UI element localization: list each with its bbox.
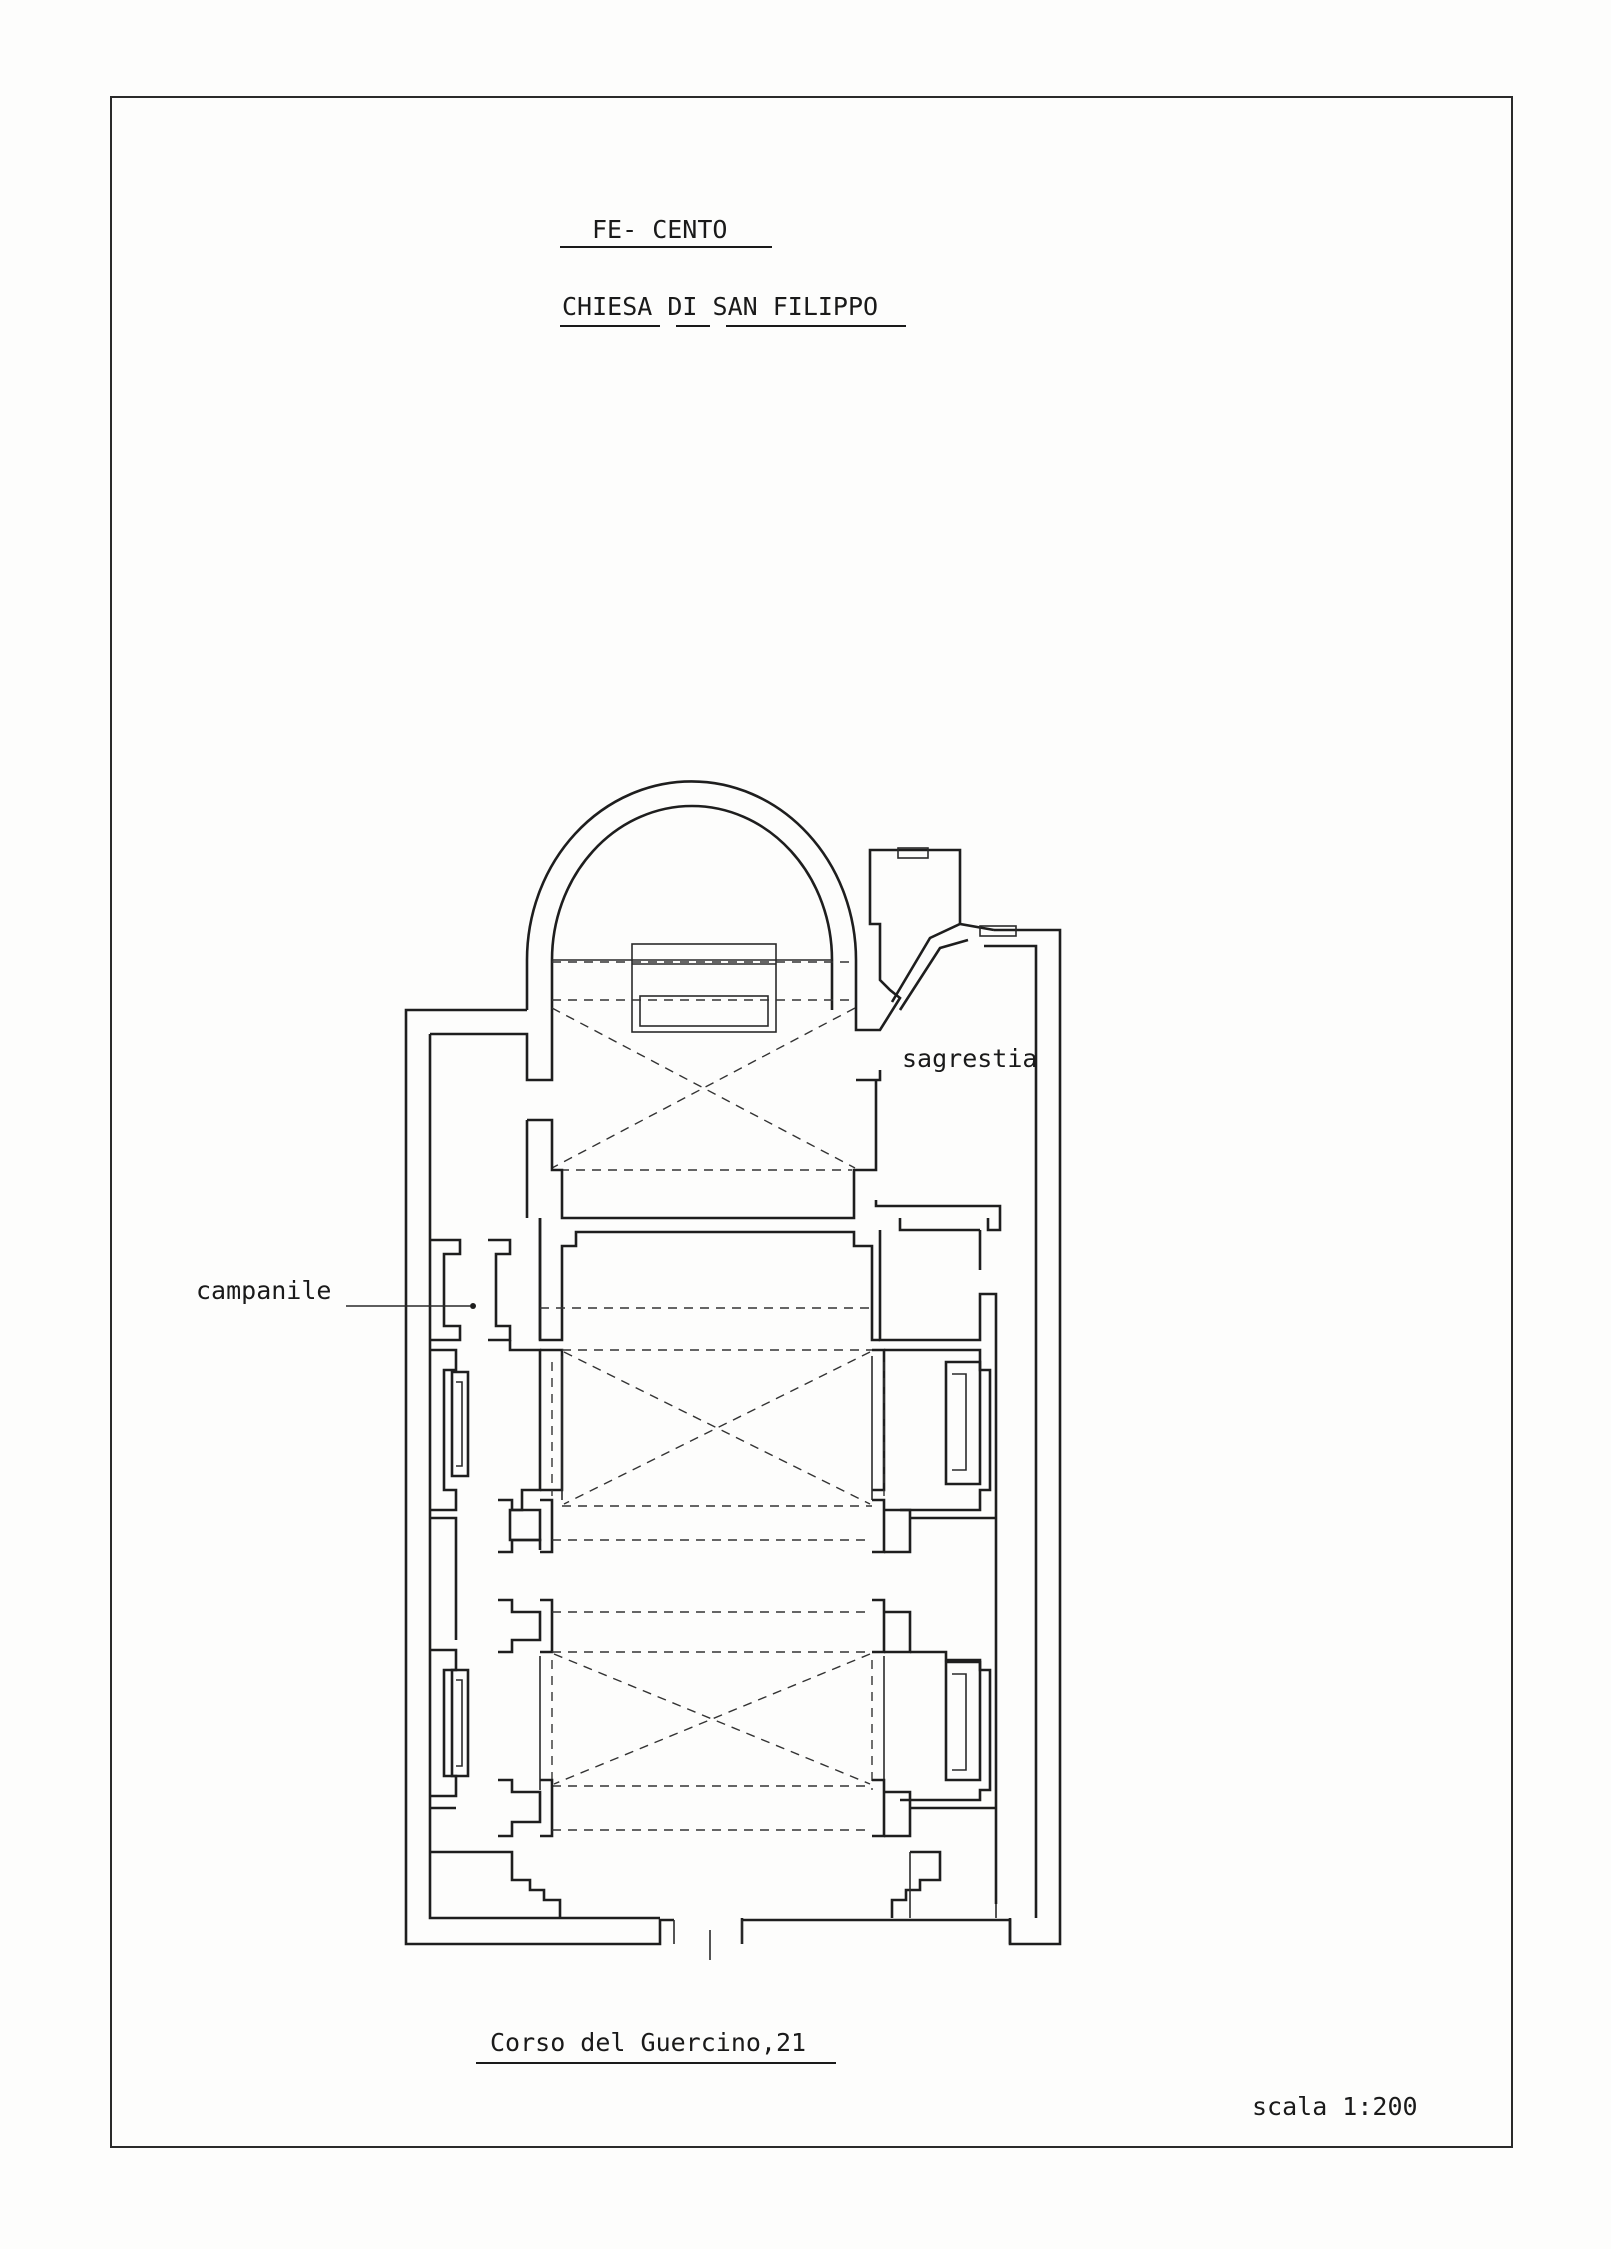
address-label: Corso del Guercino,21 bbox=[490, 2028, 807, 2057]
address-underline bbox=[476, 2062, 836, 2064]
facade-piers bbox=[430, 1778, 996, 1838]
entrance bbox=[430, 1850, 997, 1944]
apse bbox=[525, 780, 858, 1010]
sacristy-block bbox=[854, 847, 1017, 1082]
perimeter-walls bbox=[404, 928, 1062, 1960]
building-title-underline bbox=[560, 325, 660, 327]
drawing-frame bbox=[110, 96, 1513, 2148]
bell-tower bbox=[346, 1218, 542, 1342]
building-title-underline bbox=[726, 325, 906, 327]
sacristy-label: sagrestia bbox=[902, 1044, 1038, 1073]
scale-label: scala 1:200 bbox=[1252, 2092, 1418, 2121]
building-title: CHIESA DI SAN FILIPPO bbox=[562, 292, 879, 321]
altar bbox=[631, 943, 777, 1033]
presbytery-vault bbox=[551, 961, 856, 1171]
nave-bay-3 bbox=[430, 1648, 992, 1802]
bell-tower-label: campanile bbox=[196, 1276, 332, 1305]
location-title-underline bbox=[560, 246, 772, 248]
building-title-underline bbox=[676, 325, 710, 327]
nave-bay-1 bbox=[538, 1218, 998, 1904]
location-title: FE- CENTO bbox=[592, 215, 728, 244]
nave-piers bbox=[430, 1498, 996, 1654]
nave-bay-2 bbox=[430, 1340, 992, 1550]
presbytery-walls bbox=[525, 1080, 1002, 1232]
